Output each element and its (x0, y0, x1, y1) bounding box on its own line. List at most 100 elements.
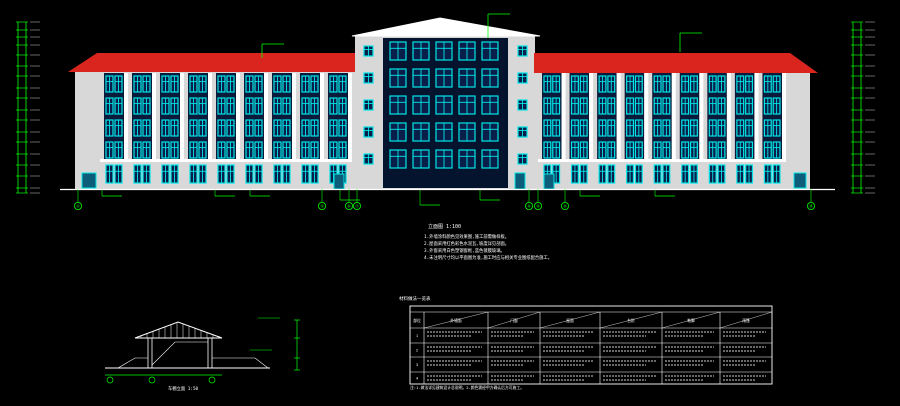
carport-axis-bubble (148, 376, 156, 384)
right-wing-belt-course (538, 159, 786, 162)
right-end-door (793, 172, 807, 189)
left-wing-bay (132, 73, 152, 161)
table-header-cell: 门窗 (510, 318, 518, 323)
right-wing-bay (762, 73, 782, 161)
axis-label: ⑨ (536, 204, 540, 209)
table-row-label: 4 (416, 376, 419, 381)
right-wing-pilaster (726, 73, 731, 161)
right-wing-bay (624, 73, 645, 161)
entrance-door-right (514, 172, 526, 190)
notes-line-4: 4.未注明尺寸均以平面图为准,施工时应与相关专业图纸配合施工。 (424, 254, 552, 261)
carport-ramp-right (212, 357, 269, 369)
left-wing-bay (160, 73, 180, 161)
axis-bubble (352, 201, 361, 210)
axis-label: ① (76, 204, 80, 209)
carport-scale-label: 车棚立面 1:50 (168, 385, 199, 392)
left-wing-pilaster (236, 73, 240, 161)
dimension-chain-left (16, 21, 40, 194)
axis-label: ⑤ (320, 204, 324, 209)
table-header-cell: 雨篷 (742, 318, 750, 323)
right-wing-pilaster (782, 73, 786, 161)
left-wing-belt-course (100, 159, 352, 162)
right-wing-pilaster (616, 73, 621, 161)
notes-line-1: 1.外墙涂料颜色见效果图,施工前需做样板。 (424, 233, 509, 240)
left-wing-bay (188, 73, 208, 161)
table-header-slash (719, 311, 773, 329)
left-wing-pilaster (348, 73, 352, 161)
material-table: 部位 外墙面 门窗 屋面 台阶 勒脚 雨篷 1 2 3 4 (409, 305, 773, 385)
carport-brace (151, 341, 208, 366)
table-header-slash (487, 311, 541, 329)
table-header-slash (423, 311, 489, 329)
table-frame (409, 305, 773, 385)
carport-section (105, 317, 300, 384)
building-elevation (60, 13, 835, 206)
table-footnote: 注:1.做法详见建筑设计总说明。2.颜色需经甲方确认后方可施工。 (410, 385, 524, 390)
left-wing-pilaster (264, 73, 268, 161)
axis-label: ⑥ (347, 204, 351, 209)
design-notes: 1.外墙涂料颜色见效果图,施工前需做样板。 2.屋面采用红色彩色水泥瓦,坡度详见… (424, 233, 552, 261)
table-title: 材料做法一览表 (399, 295, 431, 302)
left-wing-bay (300, 73, 320, 161)
left-wing-pilaster (320, 73, 324, 161)
notes-line-3: 3.外窗采用白色塑钢窗框,蓝色镀膜玻璃。 (424, 247, 505, 254)
left-end-door (81, 172, 97, 189)
table-row-label: 1 (416, 333, 419, 338)
entrance-door-left (333, 173, 345, 190)
axis-label: ⑦ (355, 204, 359, 209)
axis-bubble (807, 201, 816, 210)
left-wing-pilaster (208, 73, 212, 161)
center-gable (351, 17, 541, 37)
left-wing-pilaster (124, 73, 128, 161)
left-wing-pilaster (292, 73, 296, 161)
left-wing-pilaster (180, 73, 184, 161)
carport-axis-bubble (208, 376, 216, 384)
axis-bubble (317, 201, 326, 210)
table-header-cell: 部位 (413, 318, 421, 323)
right-wing-bay (597, 73, 617, 161)
entrance-door-right-2 (543, 173, 555, 190)
right-wing-pilaster (671, 73, 676, 161)
left-wing-bay (328, 73, 348, 161)
right-wing-pilaster (561, 73, 566, 161)
left-wing-bay (104, 73, 124, 161)
carport-axis-bubble (106, 376, 114, 384)
dimension-chain-right (851, 21, 875, 194)
right-wing-bay (652, 73, 672, 161)
table-header-slash (539, 311, 601, 329)
right-wing-bay (679, 73, 700, 161)
table-header-slash (599, 311, 663, 329)
table-header-cell: 屋面 (566, 318, 574, 323)
table-header-cell: 台阶 (627, 318, 635, 323)
right-roof (534, 53, 818, 73)
left-wing-pilaster (152, 73, 156, 161)
table-row-label: 3 (416, 362, 418, 367)
right-wing-pilaster (699, 73, 704, 161)
axis-bubble (525, 201, 534, 210)
table-header-cell: 勒脚 (687, 318, 695, 323)
elevation-scale-label: 立面图 1:100 (428, 223, 461, 230)
left-wing-bay (272, 73, 292, 161)
right-wing-pilaster (754, 73, 759, 161)
left-wing-bay (244, 73, 264, 161)
axis-label: ⑭ (809, 203, 813, 209)
axis-label: ⑧ (527, 204, 531, 209)
notes-line-2: 2.屋面采用红色彩色水泥瓦,坡度详见剖面。 (424, 240, 509, 247)
table-header-cell: 外墙面 (450, 318, 462, 323)
right-wing-pilaster (589, 73, 594, 161)
table-row-label: 2 (416, 348, 418, 353)
left-wing-bay (216, 73, 236, 161)
right-wing-bay (734, 73, 755, 161)
axis-bubble (534, 201, 543, 210)
axis-bubble (561, 201, 570, 210)
right-wing-bay (569, 73, 590, 161)
axis-label: ⑩ (563, 204, 567, 209)
axis-bubble (74, 201, 83, 210)
right-wing-bay (542, 73, 562, 161)
axis-bubble (344, 201, 353, 210)
table-header-slash (661, 311, 721, 329)
right-wing-pilaster (644, 73, 649, 161)
right-wing-bay (707, 73, 727, 161)
